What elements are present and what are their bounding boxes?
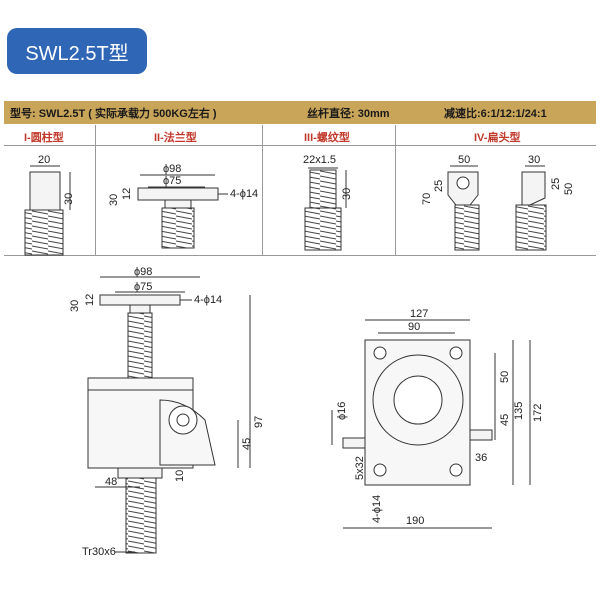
dim-t1-width: 20: [38, 154, 50, 166]
type4-flat-head-drawing: 50 70 25 30 25 50: [421, 154, 575, 251]
spec-ratio: 减速比:6:1/12:1/24:1: [444, 108, 547, 120]
dim-m-base-width: 48: [105, 476, 117, 488]
dim-s-base-width: 190: [406, 515, 424, 527]
dim-m-base-height: 10: [174, 470, 186, 482]
dim-t2-holes: 4-ϕ14: [230, 188, 258, 200]
dim-t2-h2: 12: [121, 188, 133, 200]
dim-m-total-height: 97: [253, 416, 265, 428]
type-label-thread: III-螺纹型: [304, 132, 350, 144]
dim-t3-height: 30: [341, 188, 353, 200]
dim-t4-h2: 25: [433, 180, 445, 192]
type-label-flange: II-法兰型: [154, 132, 197, 144]
dim-s-width2: 90: [408, 321, 420, 333]
dim-s-h2: 45: [499, 414, 511, 426]
dim-s-shaft-diameter: ϕ16: [336, 402, 348, 420]
column-divider: [262, 125, 263, 255]
dim-m-h2: 12: [84, 294, 96, 306]
dim-s-width1: 127: [410, 308, 428, 320]
type-label-cylinder: I-圆柱型: [24, 132, 64, 144]
product-title: SWL2.5T型: [7, 28, 147, 74]
type3-thread-drawing: 22x1.5 30: [303, 154, 353, 251]
dim-t4-width1: 50: [458, 154, 470, 166]
type2-flange-drawing: ϕ98 ϕ75 4-ϕ14 30 12: [108, 163, 258, 249]
dim-s-h3: 135: [513, 402, 525, 420]
dim-m-holes: 4-ϕ14: [194, 294, 222, 306]
dim-t4-h1: 70: [421, 193, 433, 205]
type-header-row: I-圆柱型 II-法兰型 III-螺纹型 IV-扁头型: [4, 125, 596, 146]
dim-s-h4: 172: [532, 404, 544, 422]
dim-t3-thread: 22x1.5: [303, 154, 336, 166]
dim-s-key: 5x32: [354, 456, 366, 480]
dim-t2-d2: ϕ75: [163, 175, 181, 187]
spec-model: 型号: SWL2.5T ( 实际承载力 500KG左右 ): [10, 108, 217, 120]
side-view-drawing: 127 90 50 45 135 172 ϕ16 5x32 36 4-ϕ14 1…: [331, 308, 544, 529]
dim-t4-h3: 50: [563, 183, 575, 195]
dim-t2-h1: 30: [108, 194, 120, 206]
dim-m-shaft-height: 45: [241, 438, 253, 450]
type1-cylinder-drawing: 20 30: [24, 154, 75, 256]
dim-s-key2: 36: [475, 452, 487, 464]
dim-s-holes: 4-ϕ14: [371, 495, 383, 523]
dim-t1-height: 30: [63, 193, 75, 205]
spec-screw-diameter: 丝杆直径: 30mm: [307, 108, 390, 120]
front-view-drawing: ϕ98 ϕ75 4-ϕ14 30 12 97 45 48 10 Tr30x6: [69, 266, 265, 558]
dim-m-thread: Tr30x6: [82, 546, 116, 558]
dim-t4-h4: 25: [550, 178, 562, 190]
dim-m-d1: ϕ98: [134, 266, 152, 278]
dim-t2-d1: ϕ98: [163, 163, 181, 175]
spec-bar: 型号: SWL2.5T ( 实际承载力 500KG左右 ) 丝杆直径: 30mm…: [4, 101, 596, 124]
dim-s-h1: 50: [499, 371, 511, 383]
type-label-flat: IV-扁头型: [474, 132, 521, 144]
dim-m-h1: 30: [69, 300, 81, 312]
main-drawing-frame: [4, 255, 596, 574]
dim-m-d2: ϕ75: [134, 281, 152, 293]
column-divider: [395, 125, 396, 255]
column-divider: [95, 125, 96, 255]
dim-t4-width2: 30: [528, 154, 540, 166]
